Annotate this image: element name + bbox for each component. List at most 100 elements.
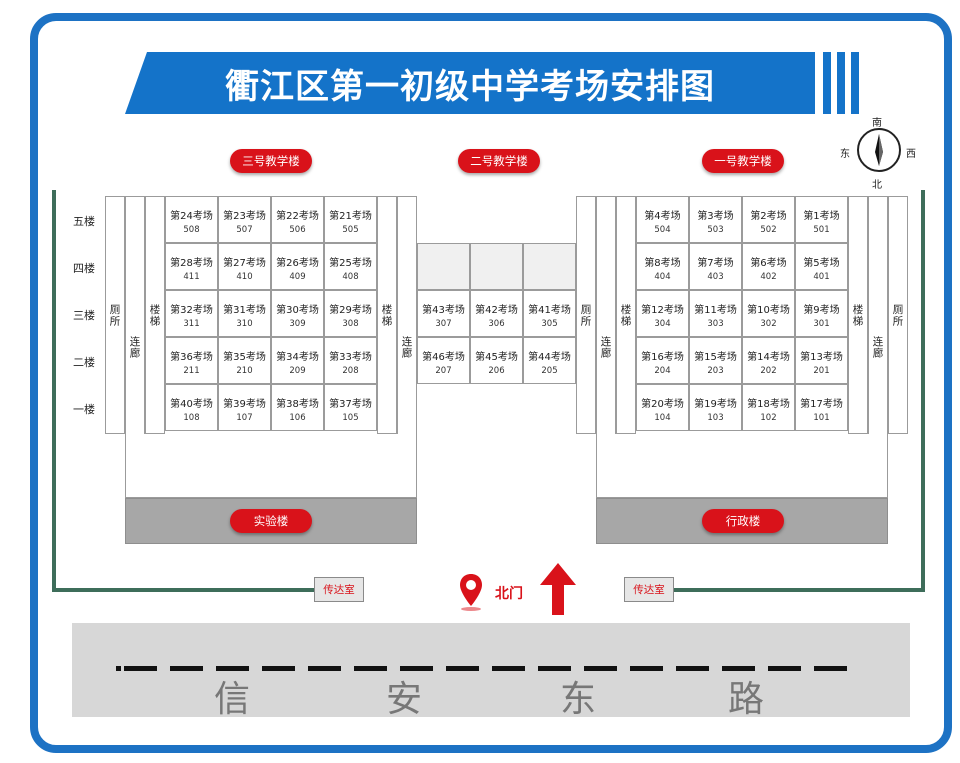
exam-room-classroom: 101 [813,413,830,423]
compass-north-label: 北 [872,180,882,191]
exam-room-classroom: 209 [289,366,306,376]
exam-room-classroom: 202 [760,366,777,376]
road-dash [116,666,121,671]
exam-room-classroom: 408 [342,272,359,282]
exam-room-name: 第26考场 [276,258,319,269]
exam-room-name: 第15考场 [694,352,737,363]
exam-room: 第14考场 202 [742,337,795,384]
exam-room: 第37考场 105 [324,384,377,431]
exam-room-name: 第16考场 [641,352,684,363]
exam-room-name: 第30考场 [276,305,319,316]
toilet-left-outer: 厕所 [105,196,125,434]
exam-room-name: 第38考场 [276,399,319,410]
exam-room: 第31考场 310 [218,290,271,337]
banner-stripe [837,52,845,114]
exam-room-classroom: 507 [236,225,253,235]
exam-room-classroom: 203 [707,366,724,376]
stairs-right-outer: 楼梯 [848,196,868,434]
banner-stripe [851,52,859,114]
exam-room-name: 第37考场 [329,399,372,410]
admin-building-label: 行政楼 [702,509,784,533]
location-pin-icon [458,572,484,616]
road-dash [124,666,157,671]
exam-room: 第28考场 411 [165,243,218,290]
exam-room-classroom: 211 [183,366,200,376]
page-title: 衢江区第一初级中学考场安排图 [125,52,815,114]
road-dash [584,666,617,671]
exam-room-classroom: 106 [289,413,306,423]
exam-room-name: 第19考场 [694,399,737,410]
exam-room-classroom: 311 [183,319,200,329]
road-name-char: 路 [728,679,765,720]
exam-room-name: 第14考场 [747,352,790,363]
exam-room-name: 第36考场 [170,352,213,363]
exam-room-classroom: 104 [654,413,671,423]
exam-room-name: 第11考场 [694,305,737,316]
exam-room-classroom: 105 [342,413,359,423]
exam-room-classroom: 210 [236,366,253,376]
exam-room: 第36考场 211 [165,337,218,384]
exam-room-name: 第31考场 [223,305,266,316]
building-1-label: 一号教学楼 [702,149,784,173]
road-dash [492,666,525,671]
road-dash [538,666,571,671]
building-2-label: 二号教学楼 [458,149,540,173]
exam-room-name: 第22考场 [276,211,319,222]
exam-room: 第30考场 309 [271,290,324,337]
exam-room-name: 第32考场 [170,305,213,316]
exam-room-classroom: 411 [183,272,200,282]
exam-room-name: 第40考场 [170,399,213,410]
campus-wall-bottom-right [666,588,925,592]
exam-room-classroom: 307 [435,319,452,329]
compass-south-label: 南 [872,118,882,129]
exam-room-name: 第43考场 [422,305,465,316]
floor-label: 二楼 [73,356,95,369]
exam-room-name: 第13考场 [800,352,843,363]
exam-room-classroom: 404 [654,272,671,282]
compass-icon [857,128,901,172]
exam-room-classroom: 205 [541,366,558,376]
road-dash [630,666,663,671]
campus-wall-right [921,190,925,592]
exam-room-name: 第17考场 [800,399,843,410]
floor-label: 三楼 [73,309,95,322]
road-dash [400,666,433,671]
road-name-char: 东 [560,679,597,720]
exam-room-classroom: 505 [342,225,359,235]
exam-room-classroom: 310 [236,319,253,329]
exam-room-classroom: 107 [236,413,253,423]
road-name-char: 信 [214,679,251,720]
toilet-right-outer: 厕所 [888,196,908,434]
north-gate-label: 北门 [495,586,523,602]
exam-room-name: 第28考场 [170,258,213,269]
exam-room-name: 第35考场 [223,352,266,363]
exam-room-name: 第34考场 [276,352,319,363]
guard-room-left: 传达室 [314,577,364,602]
exam-room-name: 第5考场 [803,258,840,269]
exam-room-classroom: 401 [813,272,830,282]
exam-room-classroom: 309 [289,319,306,329]
exam-room-classroom: 508 [183,225,200,235]
exam-room-name: 第6考场 [750,258,787,269]
exam-room: 第20考场 104 [636,384,689,431]
exam-room-name: 第20考场 [641,399,684,410]
exam-room-name: 第9考场 [803,305,840,316]
corridor-right-bottom [596,434,888,498]
